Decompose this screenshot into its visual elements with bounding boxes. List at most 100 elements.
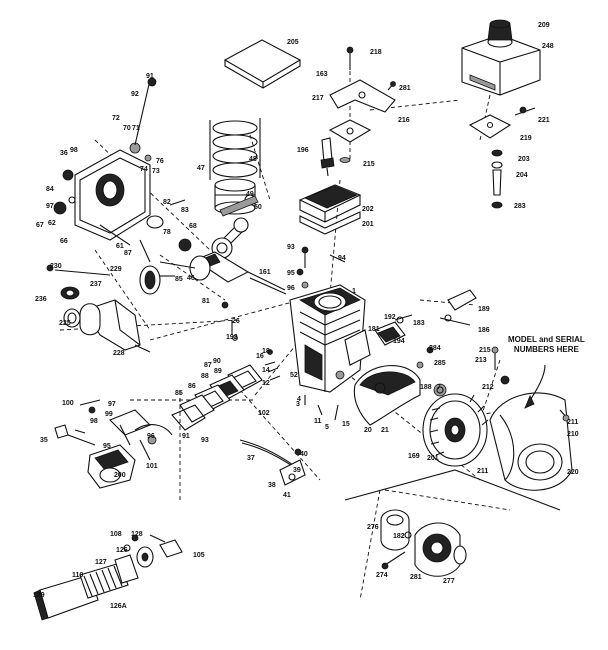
part-label-281b: 281: [410, 574, 422, 581]
part-label-16: 16: [256, 353, 264, 360]
part-label-101: 101: [146, 463, 158, 470]
part-label-129: 129: [33, 592, 45, 599]
part-label-71: 71: [132, 125, 140, 132]
crankshaft-part: [159, 251, 287, 295]
part-label-96b: 96: [147, 433, 155, 440]
part-label-61: 61: [116, 243, 124, 250]
part-label-98b: 98: [90, 418, 98, 425]
part-label-220: 220: [567, 469, 579, 476]
governor-parts: [139, 199, 192, 263]
part-label-35: 35: [40, 437, 48, 444]
part-label-215b: 215: [479, 347, 491, 354]
part-label-5: 5: [325, 424, 329, 431]
part-label-62: 62: [48, 220, 56, 227]
part-label-74: 74: [140, 166, 148, 173]
note-line-1: MODEL and SERIAL: [508, 335, 585, 344]
part-label-127: 127: [95, 559, 107, 566]
part-label-98: 98: [70, 147, 78, 154]
ignition-screws-part: [491, 346, 510, 385]
part-label-50: 50: [254, 204, 262, 211]
part-label-204: 204: [516, 172, 528, 179]
model-serial-note: MODEL and SERIAL NUMBERS HERE: [508, 335, 585, 355]
part-label-203: 203: [518, 156, 530, 163]
part-label-70: 70: [123, 125, 131, 132]
air-cleaner-part: [33, 534, 183, 621]
note-line-2: NUMBERS HERE: [513, 345, 579, 354]
part-label-49: 49: [246, 191, 254, 198]
part-label-11: 11: [314, 418, 322, 425]
part-label-196: 196: [297, 147, 309, 154]
piston-and-rings-part: [209, 118, 261, 217]
part-label-81: 81: [202, 298, 210, 305]
part-label-20: 20: [364, 427, 372, 434]
part-label-281: 281: [399, 85, 411, 92]
part-label-21: 21: [381, 427, 389, 434]
part-label-230: 230: [50, 263, 62, 270]
part-label-91: 91: [146, 73, 154, 80]
part-label-78: 78: [163, 229, 171, 236]
owners-manual-part: [223, 39, 302, 89]
governor-linkage-part: [239, 439, 306, 486]
part-label-210: 210: [567, 431, 579, 438]
part-label-228: 228: [113, 350, 125, 357]
part-label-4: 4: [297, 396, 301, 403]
part-label-219: 219: [520, 135, 532, 142]
muffler-part: [46, 264, 151, 353]
part-label-93b: 93: [201, 437, 209, 444]
part-label-73: 73: [152, 168, 160, 175]
part-label-274: 274: [376, 572, 388, 579]
part-label-87b: 87: [204, 362, 212, 369]
part-label-237: 237: [90, 281, 102, 288]
part-label-46: 46: [187, 275, 195, 282]
part-label-95: 95: [287, 270, 295, 277]
part-label-72: 72: [112, 115, 120, 122]
part-label-83: 83: [181, 207, 189, 214]
part-label-283: 283: [514, 203, 526, 210]
part-label-201: 201: [362, 221, 374, 228]
breather-assembly-part: [374, 314, 413, 346]
part-label-212: 212: [482, 384, 494, 391]
part-label-37: 37: [247, 455, 255, 462]
part-label-216: 216: [398, 117, 410, 124]
cylinder-head-part: [298, 184, 362, 235]
part-label-89: 89: [214, 368, 222, 375]
part-label-102: 102: [258, 410, 270, 417]
part-label-91b: 91: [182, 433, 190, 440]
part-label-276: 276: [367, 524, 379, 531]
part-label-84: 84: [46, 186, 54, 193]
part-label-213: 213: [475, 357, 487, 364]
part-label-41: 41: [283, 492, 291, 499]
misc-fasteners: [74, 246, 434, 434]
part-label-68: 68: [189, 223, 197, 230]
control-bracket-part: [439, 289, 477, 326]
part-label-39: 39: [293, 467, 301, 474]
part-label-218a: 218: [370, 49, 382, 56]
part-label-215: 215: [363, 161, 375, 168]
part-label-285: 285: [434, 360, 446, 367]
cam-gear-part: [139, 265, 175, 295]
part-label-85b: 85: [175, 390, 183, 397]
part-label-200: 200: [114, 472, 126, 479]
part-label-202: 202: [362, 206, 374, 213]
part-label-183: 183: [413, 320, 425, 327]
part-label-277: 277: [443, 578, 455, 585]
part-label-92: 92: [131, 91, 139, 98]
part-label-15: 15: [342, 421, 350, 428]
part-label-126: 126: [116, 547, 128, 554]
part-label-229: 229: [110, 266, 122, 273]
breather-bracket-parts: [328, 46, 396, 163]
part-label-211: 211: [567, 419, 579, 426]
tank-bracket-part: [468, 106, 536, 139]
blower-housing-part: [489, 364, 573, 491]
part-label-221: 221: [538, 117, 550, 124]
part-label-14: 14: [262, 367, 270, 374]
part-label-248: 248: [542, 43, 554, 50]
fuel-line-parts: [491, 149, 503, 209]
part-label-90: 90: [213, 358, 221, 365]
part-label-85: 85: [175, 276, 183, 283]
part-label-52: 52: [290, 372, 298, 379]
part-label-193: 193: [226, 334, 238, 341]
part-label-67: 67: [36, 222, 44, 229]
